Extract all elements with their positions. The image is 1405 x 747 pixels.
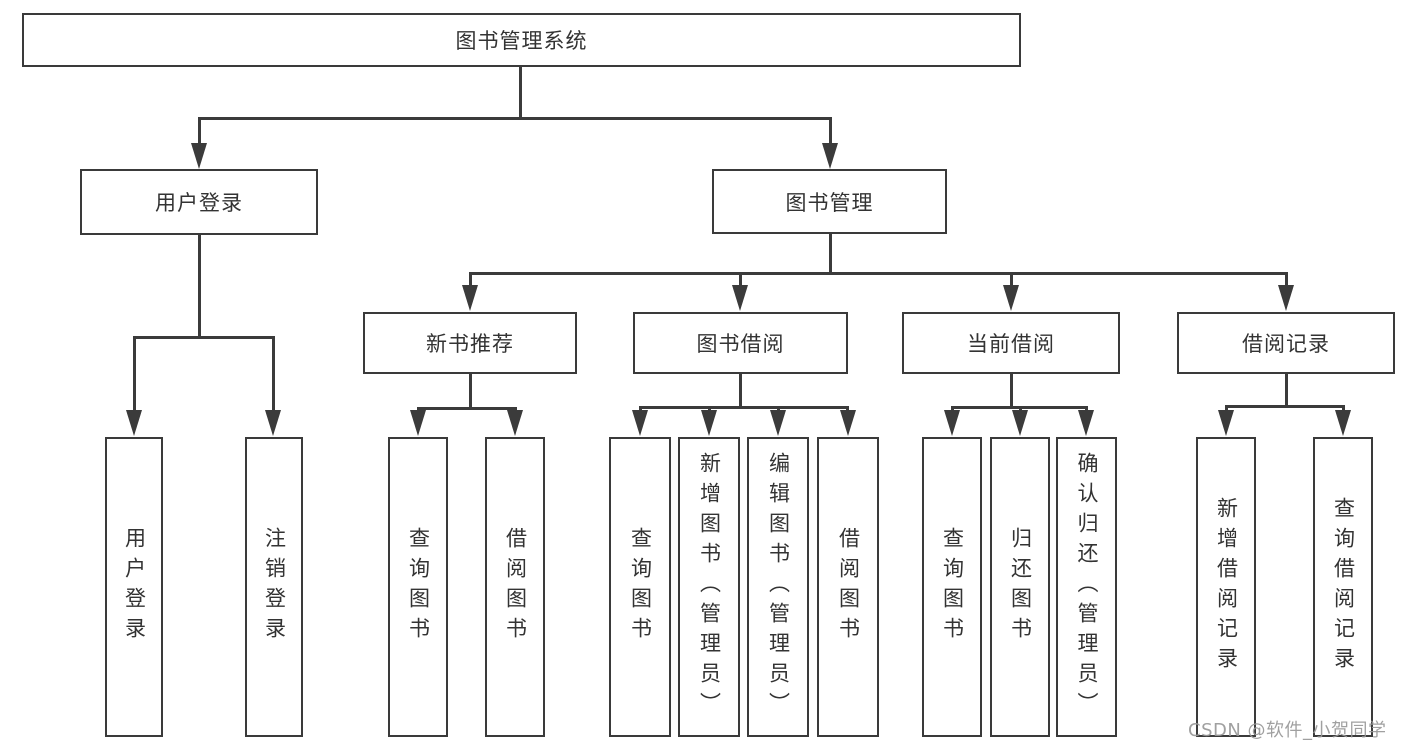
arrowhead-leaf-g2-2	[507, 410, 523, 436]
connector-to-book-mgmt	[829, 117, 832, 144]
leaf-borrow-book-recommend-label: 借阅图书	[503, 527, 528, 647]
connector-group-new-book	[417, 407, 516, 410]
leaf-add-borrow-record-label: 新增借阅记录	[1214, 497, 1239, 677]
leaf-borrow-book-recommend: 借阅图书	[485, 437, 545, 737]
connector-root-trunk	[519, 66, 522, 118]
connector-book-mgmt-trunk	[829, 234, 832, 274]
connector-to-leaf-g5-2	[1342, 405, 1345, 414]
leaf-query-borrow-record-label: 查询借阅记录	[1331, 497, 1356, 677]
connector-level3	[469, 272, 1287, 275]
leaf-query-book-recommend: 查询图书	[388, 437, 448, 737]
connector-book-borrow-trunk	[739, 374, 742, 408]
leaf-confirm-return-admin: 确认归还（管理员）	[1056, 437, 1117, 737]
connector-group-borrow-records	[1225, 405, 1344, 408]
node-book-management: 图书管理	[712, 169, 947, 234]
leaf-borrow-book: 借阅图书	[817, 437, 879, 737]
connector-borrow-records-trunk	[1285, 374, 1288, 407]
arrowhead-leaf-g4-2	[1012, 410, 1028, 436]
node-book-borrow-label: 图书借阅	[696, 332, 785, 356]
leaf-query-current-borrow-label: 查询图书	[940, 527, 965, 647]
node-borrow-records: 借阅记录	[1177, 312, 1395, 374]
node-root: 图书管理系统	[22, 13, 1021, 67]
leaf-borrow-book-label: 借阅图书	[836, 527, 861, 647]
arrowhead-leaf-login	[126, 410, 142, 436]
leaf-return-book: 归还图书	[990, 437, 1050, 737]
connector-new-book-trunk	[469, 374, 472, 409]
connector-to-leaf-login	[133, 336, 136, 413]
node-root-label: 图书管理系统	[455, 29, 588, 53]
connector-to-leaf-g5-1	[1225, 405, 1228, 414]
node-new-book-recommend-label: 新书推荐	[426, 332, 514, 356]
leaf-user-login-label: 用户登录	[122, 527, 147, 647]
node-current-borrow-label: 当前借阅	[967, 332, 1055, 356]
leaf-query-current-borrow: 查询图书	[922, 437, 982, 737]
connector-to-book-borrow	[739, 272, 742, 287]
connector-to-new-book	[469, 272, 472, 287]
arrowhead-book-borrow	[732, 285, 748, 311]
connector-group-user-login	[133, 336, 275, 339]
leaf-add-borrow-record: 新增借阅记录	[1196, 437, 1256, 737]
connector-group-book-borrow	[639, 406, 849, 409]
arrowhead-leaf-logout	[265, 410, 281, 436]
leaf-logout-label: 注销登录	[262, 527, 287, 647]
csdn-watermark: CSDN @软件_小贺同学	[1188, 720, 1387, 741]
node-user-login: 用户登录	[80, 169, 318, 235]
node-new-book-recommend: 新书推荐	[363, 312, 577, 374]
node-user-login-label: 用户登录	[155, 191, 243, 215]
arrowhead-user-login	[191, 143, 207, 169]
leaf-return-book-label: 归还图书	[1008, 527, 1033, 647]
arrowhead-leaf-g3-3	[770, 410, 786, 436]
node-book-borrow: 图书借阅	[633, 312, 848, 374]
connector-to-current-borrow	[1010, 272, 1013, 287]
connector-to-borrow-records	[1285, 272, 1288, 287]
arrowhead-current-borrow	[1003, 285, 1019, 311]
arrowhead-new-book	[462, 285, 478, 311]
connector-to-user-login	[198, 117, 201, 144]
arrowhead-leaf-g3-1	[632, 410, 648, 436]
connector-user-login-trunk	[198, 235, 201, 338]
connector-level2	[198, 117, 832, 120]
arrowhead-leaf-g3-4	[840, 410, 856, 436]
arrowhead-leaf-g3-2	[701, 410, 717, 436]
arrowhead-leaf-g2-1	[410, 410, 426, 436]
arrowhead-leaf-g4-3	[1078, 410, 1094, 436]
leaf-query-book-borrow-label: 查询图书	[628, 527, 653, 647]
leaf-user-login: 用户登录	[105, 437, 163, 737]
leaf-edit-book-admin-label: 编辑图书（管理员）	[766, 452, 791, 722]
connector-to-leaf-logout	[272, 336, 275, 413]
leaf-add-book-admin: 新增图书（管理员）	[678, 437, 740, 737]
leaf-query-book-recommend-label: 查询图书	[406, 527, 431, 647]
leaf-logout: 注销登录	[245, 437, 303, 737]
arrowhead-leaf-g5-1	[1218, 410, 1234, 436]
arrowhead-borrow-records	[1278, 285, 1294, 311]
node-current-borrow: 当前借阅	[902, 312, 1120, 374]
arrowhead-leaf-g5-2	[1335, 410, 1351, 436]
leaf-edit-book-admin: 编辑图书（管理员）	[747, 437, 809, 737]
arrowhead-book-mgmt	[822, 143, 838, 169]
leaf-query-book-borrow: 查询图书	[609, 437, 671, 737]
connector-current-borrow-trunk	[1010, 374, 1013, 408]
node-borrow-records-label: 借阅记录	[1242, 332, 1330, 356]
leaf-confirm-return-admin-label: 确认归还（管理员）	[1075, 452, 1099, 722]
arrowhead-leaf-g4-1	[944, 410, 960, 436]
leaf-add-book-admin-label: 新增图书（管理员）	[697, 452, 722, 722]
leaf-query-borrow-record: 查询借阅记录	[1313, 437, 1373, 737]
node-book-management-label: 图书管理	[785, 190, 874, 215]
